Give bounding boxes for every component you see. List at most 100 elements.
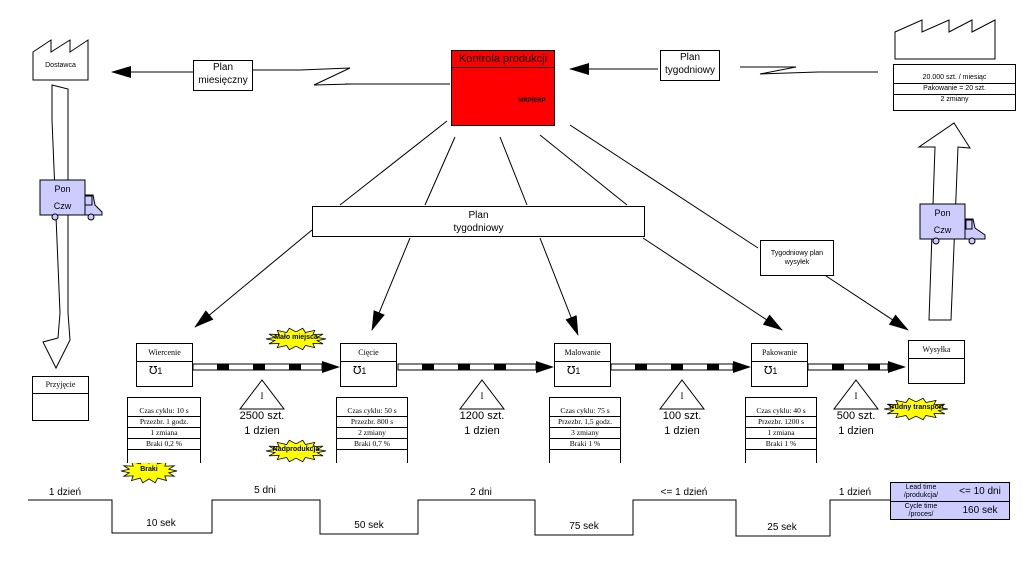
customer-data-table: 20.000 szt. / miesiąc Pakowanie = 20 szt… [893,64,1016,111]
push-arrow [397,361,554,373]
operator-count: 1 [575,366,581,376]
electronic-info-flow-weekly [569,63,878,75]
kaizen-burst-label: Braki [140,466,158,473]
process-box: Malowanie ℧1 [554,343,611,387]
timeline-wait: 2 dni [470,487,492,498]
outbound-truck-day1: Pon [934,208,951,218]
kaizen-burst-icon [265,439,327,463]
inventory-triangle-icon [832,379,880,410]
operator-icon: ℧1 [764,365,778,377]
supplier-label: Dostawca [45,62,76,69]
scrap-rate: Braki 1 % [746,439,816,450]
inventory-time: 1 dzien [464,425,500,437]
lead-time-label-line2: /produkcja/ [903,492,939,499]
outbound-truck-day2: Czw [933,225,952,235]
lead-time-summary: Lead time /produkcja/ <= 10 dni Cycle ti… [890,482,1010,520]
timeline-ladder [28,499,890,537]
inbound-truck-icon [39,179,103,221]
weekly-shipping-plan-box: Tygodniowy plan wysyłek [760,240,834,276]
timeline-process: 10 sek [146,518,176,529]
shifts: 3 zmiany [550,428,620,439]
cycle-time: Czas cyklu: 10 s [128,406,200,417]
inventory-symbol: I [680,391,684,401]
lead-time-label-line1: Lead time [905,484,937,491]
production-control-title: Kontrola produkcji [452,51,554,68]
kaizen-burst-label: Trudny transport [887,404,944,411]
inventory-symbol: I [260,391,264,401]
outbound-truck-icon [919,203,986,245]
inventory-label: 1200 szt. 1 dzien [452,409,512,439]
weekly-shipping-plan-line1: Tygodniowy plan [770,250,824,257]
lead-time-value: <= 10 dni [959,486,1001,497]
inventory-label: 2500 szt. 1 dzien [232,409,292,439]
inventory-triangles [238,379,880,410]
operator-count: 1 [157,366,163,376]
kaizen-burst-label: Nadprodukcja [272,446,320,453]
operator-icon: ℧1 [149,365,163,377]
monthly-plan-line1: Plan [212,62,233,73]
shipping-label: Wysyłka [909,341,964,359]
shifts: 2 zmiany [337,428,407,439]
inventory-label: 500 szt. 1 dzien [826,409,886,439]
changeover-time: Przezbr. 1,5 godz. [550,417,620,428]
monthly-plan-line2: miesięczny [198,75,248,86]
process-data-box: Czas cyklu: 50 s Przezbr. 800 s 2 zmiany… [336,397,408,463]
operator-count: 1 [772,366,778,376]
changeover-time: Przezbr. 1 godz. [128,417,200,428]
process-box: Wiercenie ℧1 [136,343,193,387]
inbound-truck-schedule: Pon Czw [40,181,85,215]
scrap-rate: Braki 0,7 % [337,439,407,450]
customer-shifts: 2 zmiany [940,96,969,103]
inventory-qty: 500 szt. [836,410,876,422]
inbound-truck-day1: Pon [54,184,71,194]
cycle-time: Czas cyklu: 50 s [337,406,407,417]
push-arrow [610,361,751,373]
weekly-plan-customer-line2: tygodniowy [664,65,716,76]
inventory-qty: 100 szt. [662,410,702,422]
receiving-box: Przyjęcie [32,376,89,421]
lead-time-label: Lead time /produkcja/ [891,483,951,501]
inventory-triangle-icon [238,379,286,410]
process-data-box: Czas cyklu: 75 s Przezbr. 1,5 godz. 3 zm… [549,397,621,463]
process-name: Pakowanie [752,344,807,362]
kaizen-burst-label: Mało miejsca [274,334,318,341]
push-arrow [807,361,906,373]
timeline-process: 50 sek [354,520,384,531]
weekly-shipping-plan-line2: wysyłek [784,259,810,266]
weekly-plan-production-box: Plan tygodniowy [312,206,645,237]
inventory-symbol: I [854,391,858,401]
kaizen-burst-icon [883,397,949,421]
scrap-rate: Braki 1 % [550,439,620,450]
cycle-time-label: Cycle time /proces/ [891,502,951,520]
inventory-time: 1 dzien [244,425,280,437]
inventory-triangle-icon [458,379,506,410]
timeline-process: 25 sek [767,522,797,533]
info-flow-lines [194,120,909,336]
process-name: Wiercenie [137,344,192,362]
process-data-box: Czas cyklu: 10 s Przezbr. 1 godz. 1 zmia… [127,397,201,463]
cycle-time-value: 160 sek [962,505,998,516]
timeline-wait: 1 dzień [48,487,82,498]
process-box: Pakowanie ℧1 [751,343,808,387]
electronic-info-flow-monthly [111,66,450,86]
changeover-time: Przezbr. 1200 s [746,417,816,428]
timeline-wait: 1 dzień [838,487,872,498]
timeline-process: 75 sek [569,521,599,532]
shifts: 1 zmiana [746,428,816,439]
cycle-time-label-line1: Cycle time [904,503,938,510]
cycle-time: Czas cyklu: 40 s [746,406,816,417]
timeline-wait: 5 dni [254,485,276,496]
lead-time-row: Lead time /produkcja/ <= 10 dni [891,483,1009,502]
customer-factory-icon [894,19,996,60]
process-name: Malowanie [555,344,610,362]
weekly-plan-customer-box: Plan tygodniowy [660,50,720,81]
cycle-time: Czas cyklu: 75 s [550,406,620,417]
kaizen-bursts [120,327,949,484]
customer-demand: 20.000 szt. / miesiąc [894,73,1015,84]
inventory-time: 1 dzien [664,425,700,437]
inventory-label: 100 szt. 1 dzien [652,409,712,439]
operator-count: 1 [361,366,367,376]
weekly-plan-production-line2: tygodniowy [453,223,504,234]
scrap-rate: Braki 0,2 % [128,439,200,450]
weekly-plan-production-line1: Plan [468,210,489,221]
